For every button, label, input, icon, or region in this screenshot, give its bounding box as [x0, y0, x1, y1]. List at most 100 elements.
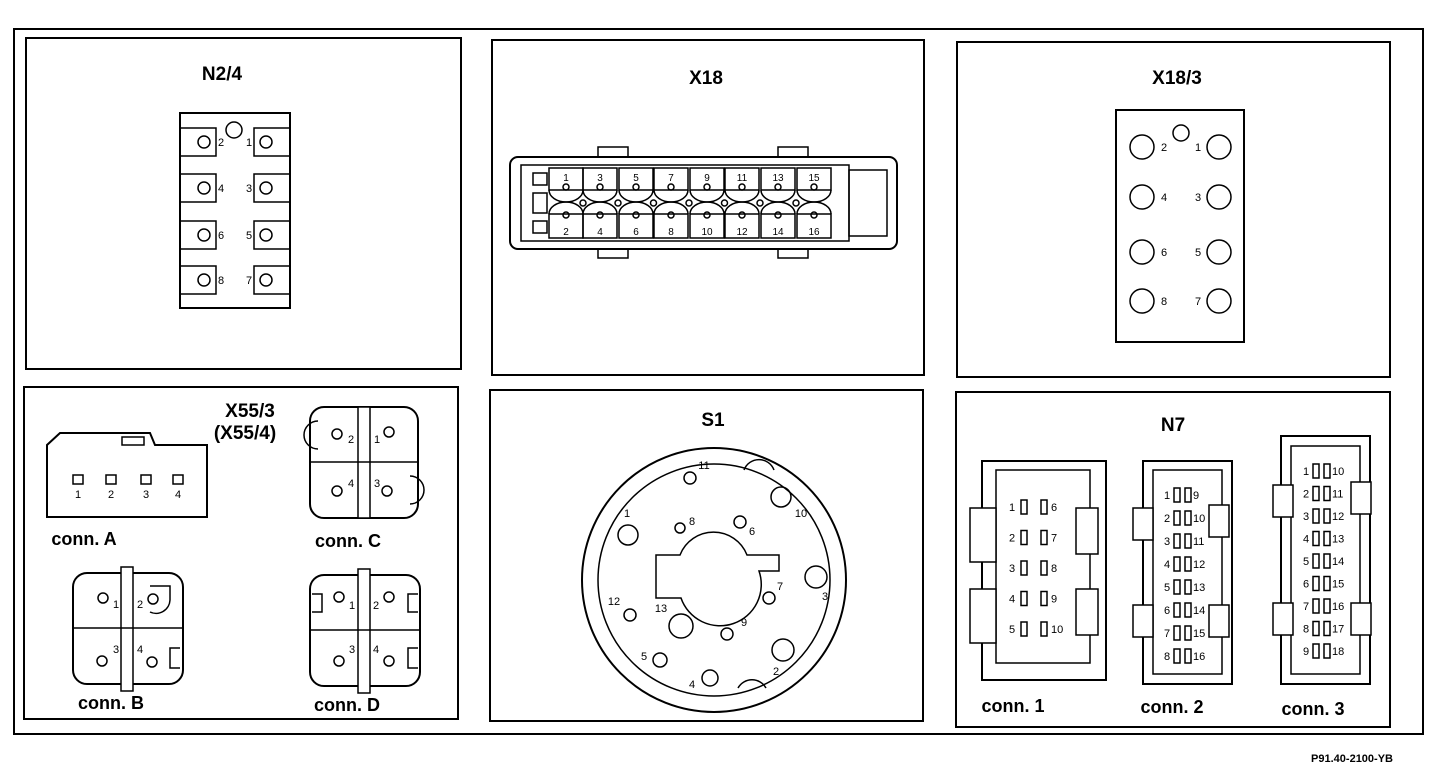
pin-contact [738, 211, 746, 219]
pin-label: 5 [1164, 582, 1170, 594]
pin-contact [197, 135, 211, 149]
pin-contact [1206, 134, 1232, 160]
pin-slot [1184, 602, 1192, 618]
pin-contact [197, 228, 211, 242]
figure-code: P91.40-2100-YB [1311, 753, 1393, 765]
panel-title: X18/3 [1152, 68, 1202, 89]
pin-socket [179, 220, 217, 250]
pin-label: 6 [1051, 502, 1057, 514]
pin-slot [1184, 625, 1192, 641]
pin-socket [253, 265, 291, 295]
latch-left [1272, 484, 1294, 518]
pin-label: 7 [1195, 296, 1201, 308]
pin-cell [653, 213, 689, 239]
pin-socket [179, 173, 217, 203]
pin-label: 10 [1193, 513, 1205, 525]
pin-slot [1184, 533, 1192, 549]
pin-label: 12 [608, 596, 620, 608]
conn-caption: conn. 1 [981, 696, 1044, 716]
panel-subtitle: (X55/4) [214, 423, 276, 444]
spacer-dot [579, 199, 587, 207]
pin-label: 6 [218, 230, 224, 242]
panel-frame [956, 41, 1391, 378]
pin-slot [1184, 556, 1192, 572]
pin-label: 7 [1164, 628, 1170, 640]
spacer-dot [614, 199, 622, 207]
switch-contact [771, 638, 795, 662]
conn-caption: conn. D [314, 695, 380, 715]
pin-label: 16 [808, 227, 820, 238]
pin-label: 3 [1009, 563, 1015, 575]
pin-label: 4 [1164, 559, 1170, 571]
pin-slot [1312, 620, 1320, 637]
latch-right [1350, 602, 1372, 636]
pin-slot [1312, 575, 1320, 592]
pin-label: 1 [1303, 466, 1309, 478]
pin-socket [253, 127, 291, 157]
panel-title: X18 [689, 68, 723, 89]
pin-contact [1129, 134, 1155, 160]
pin-contact [1129, 288, 1155, 314]
pin-label: 13 [772, 173, 784, 184]
pin-label: 7 [1303, 601, 1309, 613]
pin-slot [1184, 579, 1192, 595]
pin-cell [618, 213, 654, 239]
pin-label: 16 [1332, 601, 1344, 613]
pin-label: 1 [113, 599, 119, 611]
pin-cell [724, 213, 760, 239]
switch-contact [762, 591, 776, 605]
pin-label: 3 [822, 591, 828, 603]
pin-contact [774, 183, 782, 191]
pin-label: 1 [1195, 142, 1201, 154]
pin-contact [667, 183, 675, 191]
spacer-dot [649, 199, 658, 207]
pin-slot [1323, 575, 1331, 592]
panel-title: N7 [1161, 415, 1185, 436]
pin-slot [1020, 529, 1028, 546]
pin-socket [179, 265, 217, 295]
pin-label: 6 [633, 227, 639, 238]
pin-label: 8 [689, 516, 695, 528]
pin-label: 3 [1195, 192, 1201, 204]
pin-slot [1323, 463, 1331, 479]
pin-label: 3 [374, 478, 380, 490]
latch-right [1208, 504, 1230, 538]
pin-socket [253, 173, 291, 203]
latch [121, 436, 145, 446]
pin-slot [1040, 590, 1048, 607]
pin-label: 5 [246, 230, 252, 242]
latch-right [1075, 507, 1099, 555]
switch-contact [674, 522, 686, 534]
pin-slot [1312, 598, 1320, 614]
panel-frame [25, 37, 462, 370]
pin-label: 4 [175, 489, 181, 501]
pin-slot [1323, 508, 1331, 524]
pin-label: 14 [772, 227, 784, 238]
pin-contact [140, 474, 152, 485]
pin-label: 3 [246, 183, 252, 195]
pin-contact [197, 273, 211, 287]
pin-label: 8 [218, 275, 224, 287]
pin-label: 15 [1332, 579, 1344, 591]
pin-label: 14 [1332, 556, 1344, 568]
pin-contact [667, 211, 675, 219]
pin-label: 3 [1164, 536, 1170, 548]
spacer-dot [756, 199, 764, 207]
pin-slot [1184, 648, 1192, 664]
pin-slot [1323, 620, 1331, 637]
pin-label: 10 [701, 227, 713, 238]
pin-label: 2 [1161, 142, 1167, 154]
pin-label: 12 [1332, 511, 1344, 523]
pin-contact [596, 183, 604, 191]
pin-contact [632, 211, 640, 219]
conn-d: 1 2 3 4 conn. D [309, 568, 421, 715]
pin-label: 3 [597, 173, 603, 184]
spacer-dot [720, 199, 729, 207]
connector-body [46, 432, 208, 518]
pin-label: 2 [348, 434, 354, 446]
panel-frame [491, 39, 925, 376]
